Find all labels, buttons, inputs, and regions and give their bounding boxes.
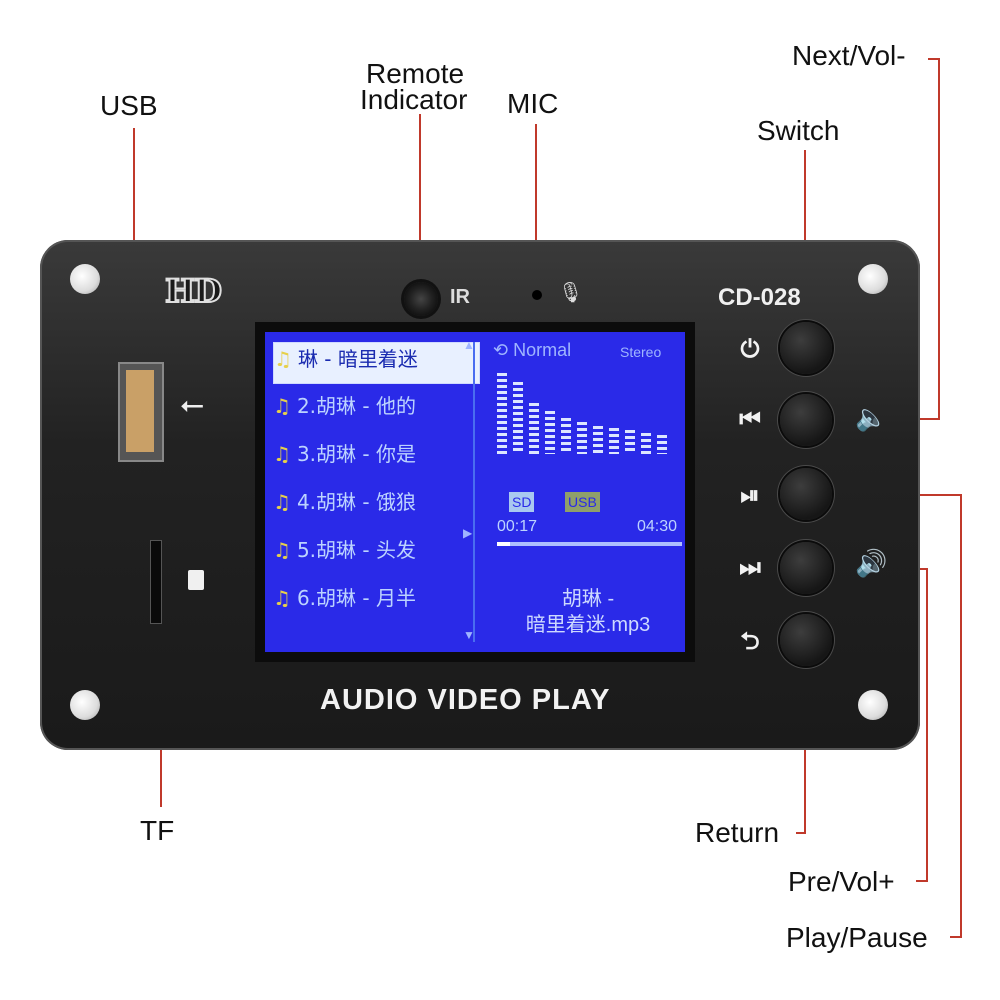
eq-bar <box>609 428 619 454</box>
track-row[interactable]: ♫2.胡琳 - 他的 <box>273 390 478 430</box>
track-row[interactable]: ♫6.胡琳 - 月半 <box>273 582 478 622</box>
leader-pre-end <box>916 880 928 882</box>
scroll-down-icon[interactable]: ▼ <box>463 628 475 642</box>
eq-bar <box>529 403 539 454</box>
leader-play-end <box>950 936 962 938</box>
previous-icon: ⏮ <box>739 406 761 433</box>
stereo-label: Stereo <box>620 344 662 360</box>
eq-bar <box>513 382 523 454</box>
product-line: AUDIO VIDEO PLAY <box>320 684 611 716</box>
now-playing-file: 暗里着迷.mp3 <box>525 614 651 636</box>
leader-play-vertical <box>960 494 962 938</box>
eq-bar <box>625 430 635 454</box>
eq-bar <box>593 426 603 454</box>
total-time: 04:30 <box>637 518 678 535</box>
track-label: 2.胡琳 - 他的 <box>296 394 416 418</box>
next-icon: ⏭ <box>739 554 761 581</box>
leader-next-vertical <box>938 58 940 420</box>
leader-return-end <box>796 832 806 834</box>
leader-next-top <box>928 58 940 60</box>
play-pause-button[interactable] <box>780 468 832 520</box>
scroll-up-icon[interactable]: ▲ <box>463 338 475 352</box>
leader-remote <box>419 114 421 290</box>
volume-down-icon: 🔈 <box>855 402 888 432</box>
play-mode-label: Normal <box>513 340 572 360</box>
progress-fill <box>497 542 510 546</box>
mounting-hole <box>858 264 888 294</box>
eq-bar <box>641 433 651 454</box>
lcd-screen: ♫琳 - 暗里着迷♫2.胡琳 - 他的♫3.胡琳 - 你是♫4.胡琳 - 饿狼♫… <box>265 332 685 652</box>
music-note-icon: ♫ <box>273 538 291 562</box>
callout-play-pause: Play/Pause <box>786 922 928 953</box>
sd-badge: SD <box>509 492 535 512</box>
mounting-hole <box>70 264 100 294</box>
ir-mark: IR <box>450 286 470 308</box>
microphone <box>532 290 542 300</box>
callout-return: Return <box>695 817 780 848</box>
leader-mic <box>535 124 537 292</box>
track-label: 4.胡琳 - 饿狼 <box>296 490 416 514</box>
callout-remote-line1: Remote <box>366 58 465 89</box>
return-icon: ⮌ <box>740 628 760 655</box>
callout-mic: MIC <box>507 88 559 119</box>
music-note-icon: ♫ <box>273 586 291 610</box>
callout-next-vol: Next/Vol- <box>792 40 906 71</box>
track-label: 6.胡琳 - 月半 <box>296 586 416 610</box>
model-number: CD-028 <box>718 284 801 311</box>
elapsed-time: 00:17 <box>497 518 538 535</box>
eq-bar <box>497 373 507 454</box>
device-panel: HD CD-028 IR 🎙 ⭠ ♫琳 - 暗里着迷♫2.胡琳 - 他的♫3.胡… <box>40 240 920 750</box>
eq-bar <box>657 435 667 454</box>
mounting-hole <box>858 690 888 720</box>
music-note-icon: ♫ <box>273 442 291 466</box>
hd-logo: HD <box>164 271 223 311</box>
music-note-icon: ♫ <box>274 347 292 371</box>
track-label: 琳 - 暗里着迷 <box>297 347 418 371</box>
callout-usb: USB <box>100 90 158 121</box>
repeat-icon: ⟲ <box>493 340 509 360</box>
tf-card-slot[interactable] <box>150 540 162 624</box>
usb-badge: USB <box>565 492 600 512</box>
usb-port[interactable] <box>118 362 164 462</box>
list-pointer-icon: ▶ <box>463 526 473 540</box>
power-icon: ⏻ <box>740 336 760 363</box>
music-note-icon: ♫ <box>273 394 291 418</box>
callout-remote-line2: Indicator <box>360 84 468 115</box>
eq-bar <box>577 422 587 454</box>
next-vol-down-button[interactable] <box>780 394 832 446</box>
progress-track <box>497 542 682 546</box>
pre-vol-up-button[interactable] <box>780 542 832 594</box>
play-mode: ⟲ Normal <box>493 340 571 361</box>
screen-divider <box>473 342 475 642</box>
sd-card-icon <box>188 570 204 590</box>
return-button[interactable] <box>780 614 832 666</box>
switch-button[interactable] <box>780 322 832 374</box>
track-row[interactable]: ♫琳 - 暗里着迷 <box>273 342 480 384</box>
play-pause-icon: ⏯ <box>740 482 760 509</box>
mounting-hole <box>70 690 100 720</box>
eq-bar <box>561 418 571 454</box>
callout-switch: Switch <box>757 115 840 146</box>
track-row[interactable]: ♫4.胡琳 - 饿狼 <box>273 486 478 526</box>
track-label: 3.胡琳 - 你是 <box>296 442 416 466</box>
leader-pre-vertical <box>926 568 928 882</box>
callout-tf: TF <box>140 815 175 846</box>
volume-up-icon: 🔊 <box>855 548 888 578</box>
callout-pre-vol: Pre/Vol+ <box>788 866 895 897</box>
now-playing-title: 胡琳 - <box>561 588 615 610</box>
remote-indicator <box>404 282 438 316</box>
track-label: 5.胡琳 - 头发 <box>296 538 416 562</box>
track-row[interactable]: ♫5.胡琳 - 头发 <box>273 534 478 574</box>
eq-bar <box>545 411 555 454</box>
music-note-icon: ♫ <box>273 490 291 514</box>
microphone-icon: 🎙 <box>558 282 584 304</box>
track-row[interactable]: ♫3.胡琳 - 你是 <box>273 438 478 478</box>
usb-icon: ⭠ <box>180 388 204 421</box>
